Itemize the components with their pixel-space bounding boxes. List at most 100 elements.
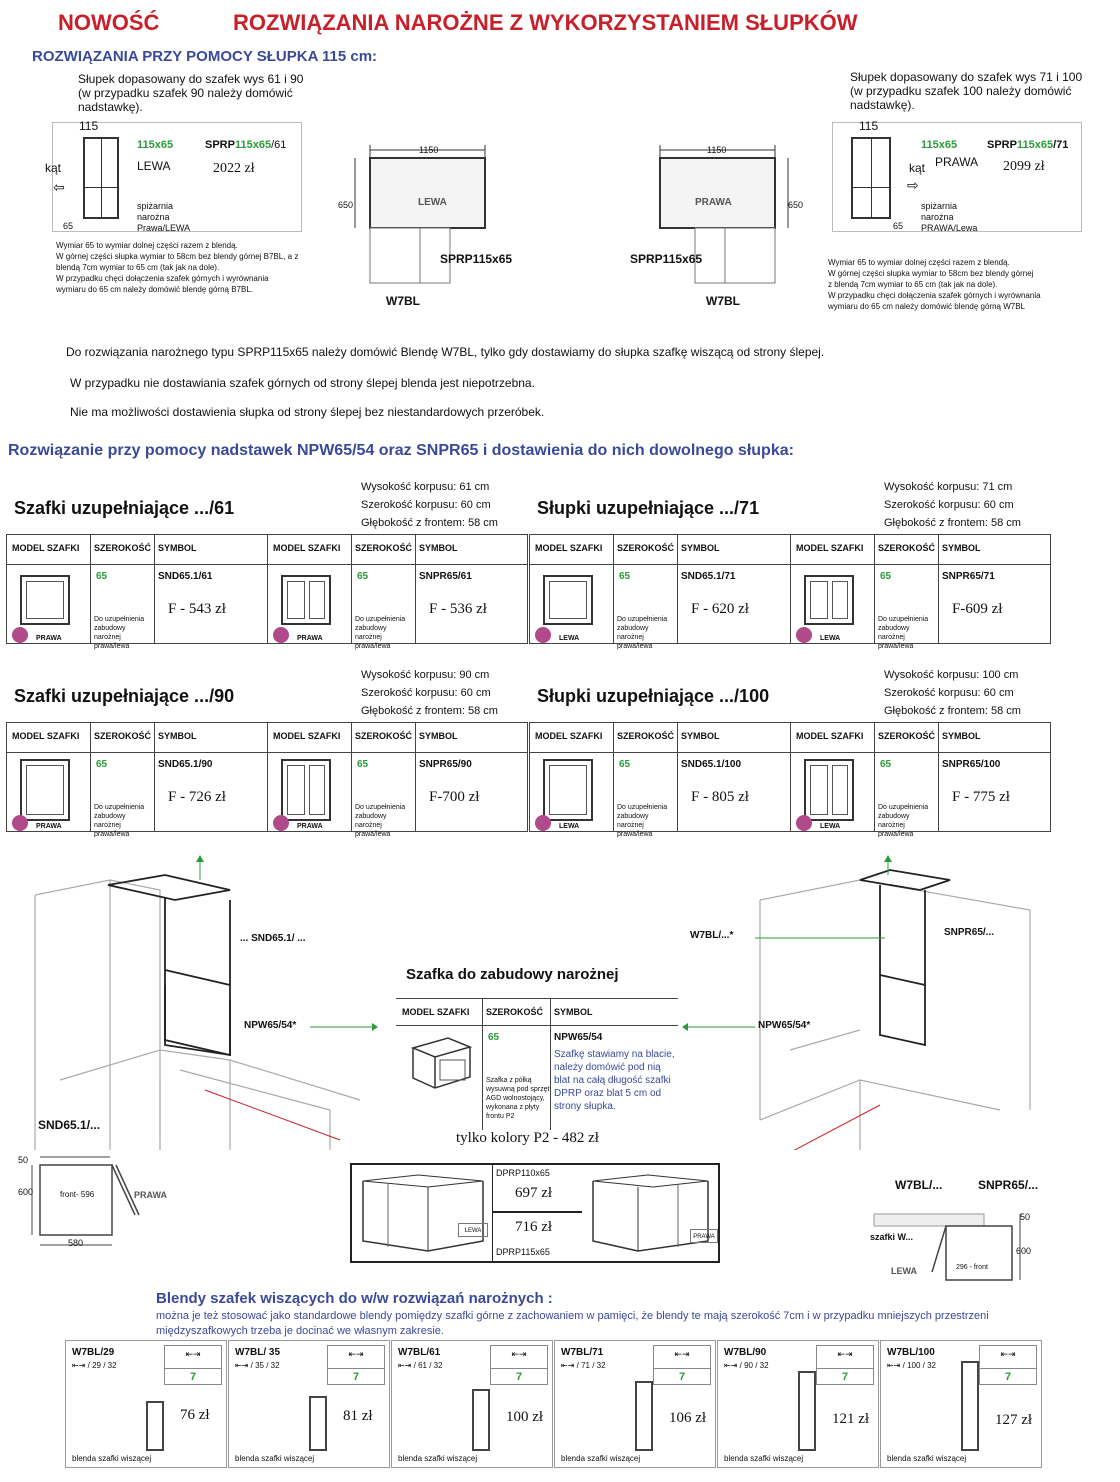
npw-price: tylko kolory P2 - 482 zł bbox=[456, 1130, 599, 1146]
item-symbol: SND65.1/90 bbox=[158, 759, 213, 770]
npw-header: MODEL SZAFKI SZEROKOŚĆ SYMBOL bbox=[396, 998, 678, 1026]
left-plan-code: SND65.1/... bbox=[38, 1118, 101, 1132]
cabinet-sketch bbox=[281, 759, 331, 821]
blend-width-box: ⇤⇥ 7 bbox=[164, 1345, 222, 1385]
blend-item: W7BL/71 ⇤⇥ / 71 / 32 ⇤⇥ 7 106 zł blenda … bbox=[554, 1340, 716, 1468]
color-swatch-icon bbox=[12, 627, 28, 643]
card-side: LEWA bbox=[137, 159, 171, 173]
color-swatch-icon bbox=[535, 815, 551, 831]
blend-dims: ⇤⇥ / 90 / 32 bbox=[724, 1361, 769, 1370]
item-side: PRAWA bbox=[36, 823, 62, 830]
color-swatch-icon bbox=[12, 815, 28, 831]
left-plan-front: front- 596 bbox=[60, 1190, 95, 1199]
angle-label: kąt bbox=[909, 161, 926, 175]
cabinet-sketch bbox=[543, 759, 593, 821]
right-plan-d50: 50 bbox=[1020, 1212, 1031, 1222]
cabinet-sketch bbox=[20, 759, 70, 821]
item-price: F - 543 zł bbox=[168, 601, 226, 617]
cabinet-group: Szafki uzupełniające .../90 Wysokość kor… bbox=[6, 666, 530, 838]
label-snd: ... SND65.1/ ... bbox=[240, 933, 306, 944]
npw-width: 65 bbox=[488, 1032, 500, 1043]
blend-price: 127 zł bbox=[995, 1412, 1033, 1428]
kitchen-illustration bbox=[34, 855, 1031, 1150]
blend-code: W7BL/71 bbox=[561, 1347, 604, 1358]
cabinet-group: Szafki uzupełniające .../61 Wysokość kor… bbox=[6, 478, 530, 650]
item-side: PRAWA bbox=[297, 635, 323, 642]
item-desc: Do uzupełnienia zabudowy narożnej prawa/… bbox=[878, 804, 929, 838]
right-description: Słupek dopasowany do szafek wys 71 i 100… bbox=[850, 70, 1083, 112]
item-desc: Do uzupełnienia zabudowy narożnej prawa/… bbox=[94, 804, 145, 838]
blend-width-box: ⇤⇥ 7 bbox=[816, 1345, 874, 1385]
item-side: LEWA bbox=[820, 823, 841, 830]
left-plan-d50: 50 bbox=[18, 1155, 29, 1165]
blend-label: blenda szafki wiszącej bbox=[235, 1454, 315, 1463]
blend-label: blenda szafki wiszącej bbox=[72, 1454, 152, 1463]
blendy-title: Blendy szafek wiszących do w/w rozwiązań… bbox=[156, 1290, 553, 1307]
item-desc: Do uzupełnienia zabudowy narożnej prawa/… bbox=[878, 616, 929, 650]
color-swatch-icon bbox=[273, 627, 289, 643]
item-price: F-700 zł bbox=[429, 789, 480, 805]
npw-note: Szafkę stawiamy na blacie, należy domówi… bbox=[554, 1049, 675, 1112]
blend-strip bbox=[309, 1396, 327, 1451]
npw-desc: Szafka z półką wysuwną pod sprzęt AGD wo… bbox=[486, 1077, 550, 1120]
item-width: 65 bbox=[96, 759, 108, 770]
item-desc: Do uzupełnienia zabudowy narożnej prawa/… bbox=[355, 616, 406, 650]
right-product-card: 115 kąt ⇨ 65 115x65 SPRP115x65/71 PRAWA … bbox=[832, 119, 1082, 233]
plan-right-code: SPRP115x65 bbox=[630, 252, 703, 266]
dprp-box: LEWA DPRP110x65 697 zł 716 zł DPRP115x65… bbox=[350, 1163, 720, 1263]
left-notes: Wymiar 65 to wymiar dolnej części razem … bbox=[56, 241, 299, 294]
item-symbol: SNPR65/61 bbox=[419, 571, 472, 582]
cabinet-group: Słupki uzupełniające .../100 Wysokość ko… bbox=[529, 666, 1053, 838]
right-plan-side: LEWA bbox=[891, 1266, 917, 1276]
color-swatch-icon bbox=[273, 815, 289, 831]
label-npw-left: NPW65/54* bbox=[244, 1020, 297, 1031]
item-symbol: SND65.1/61 bbox=[158, 571, 213, 582]
label-w7bl: W7BL/...* bbox=[690, 930, 734, 941]
item-desc: Do uzupełnienia zabudowy narożnej prawa/… bbox=[617, 616, 668, 650]
item-desc: Do uzupełnienia zabudowy narożnej prawa/… bbox=[94, 616, 145, 650]
card-price: 2099 zł bbox=[1003, 159, 1045, 174]
blend-strip bbox=[146, 1401, 164, 1451]
blend-width-box: ⇤⇥ 7 bbox=[327, 1345, 385, 1385]
blend-label: blenda szafki wiszącej bbox=[887, 1454, 967, 1463]
right-plan-front: 296 - front bbox=[956, 1264, 988, 1271]
npw-title: Szafka do zabudowy narożnej bbox=[406, 966, 619, 983]
dprp-left-sketch bbox=[362, 1174, 484, 1252]
item-desc: Do uzupełnienia zabudowy narożnej prawa/… bbox=[617, 804, 668, 838]
item-side: LEWA bbox=[559, 823, 580, 830]
cabinet-sketch bbox=[804, 575, 854, 625]
dim-bottom: 65 bbox=[63, 221, 74, 231]
cabinet-sketch bbox=[281, 575, 331, 625]
right-small-plan bbox=[873, 1213, 1021, 1281]
item-desc: Do uzupełnienia zabudowy narożnej prawa/… bbox=[355, 804, 406, 838]
left-description: Słupek dopasowany do szafek wys 61 i 90 … bbox=[78, 72, 304, 114]
item-side: PRAWA bbox=[36, 635, 62, 642]
blend-strip bbox=[798, 1371, 816, 1451]
card-symbol: SPRP115x65/71 bbox=[987, 139, 1069, 151]
blend-label: blenda szafki wiszącej bbox=[724, 1454, 804, 1463]
blend-dims: ⇤⇥ / 61 / 32 bbox=[398, 1361, 443, 1370]
blend-price: 100 zł bbox=[506, 1409, 544, 1425]
card-side: PRAWA bbox=[935, 155, 979, 169]
item-side: LEWA bbox=[559, 635, 580, 642]
cabinet-sketch bbox=[543, 575, 593, 625]
left-small-plan bbox=[31, 1156, 140, 1246]
blend-price: 76 zł bbox=[180, 1407, 210, 1423]
group-specs: Wysokość korpusu: 100 cm Szerokość korpu… bbox=[884, 669, 1021, 717]
info-line-2: W przypadku nie dostawiania szafek górny… bbox=[70, 376, 535, 390]
plan-right-label: PRAWA bbox=[695, 197, 732, 208]
item-price: F - 775 zł bbox=[952, 789, 1010, 805]
item-symbol: SND65.1/100 bbox=[681, 759, 742, 770]
item-width: 65 bbox=[96, 571, 108, 582]
plan-right-width: 1150 bbox=[707, 145, 727, 155]
group-specs: Wysokość korpusu: 90 cm Szerokość korpus… bbox=[361, 669, 498, 717]
dprp-cell-a: DPRP110x65 697 zł bbox=[492, 1165, 582, 1213]
blend-strip bbox=[961, 1361, 979, 1451]
arrow-left-icon: ⇦ bbox=[53, 179, 65, 195]
section-title-115: ROZWIĄZANIA PRZY POMOCY SŁUPKA 115 cm: bbox=[32, 48, 378, 65]
right-plan-code-b: SNPR65/... bbox=[978, 1178, 1039, 1192]
npw-table: Szafka do zabudowy narożnej MODEL SZAFKI… bbox=[396, 958, 678, 1130]
